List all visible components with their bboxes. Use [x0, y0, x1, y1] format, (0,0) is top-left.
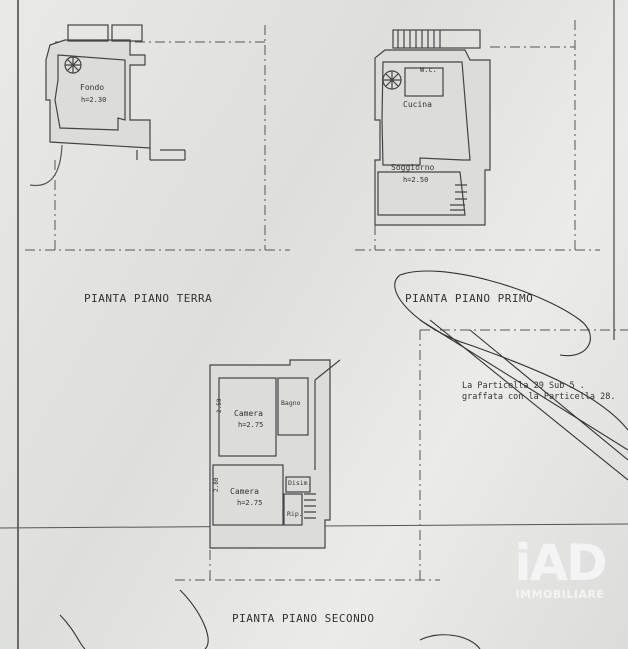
room-label-fondo: Fondo	[80, 83, 105, 92]
plan-title-piano-primo: PIANTA PIANO PRIMO	[405, 292, 534, 305]
plan-title-piano-terra: PIANTA PIANO TERRA	[84, 292, 213, 305]
plan-piano-terra	[29, 24, 186, 187]
room-label-ripostiglio: Rip.	[287, 510, 303, 518]
cadastral-note: La Particella 29 Sub 5 . graffata con la…	[462, 381, 616, 403]
room-label-camera-1: Camera	[234, 409, 263, 418]
dimension-camera-2: 2.80	[213, 477, 220, 492]
room-height-camera-2: h=2.75	[237, 499, 263, 507]
dimension-camera-1: 2.50	[216, 398, 223, 413]
room-label-camera-2: Camera	[230, 487, 259, 496]
room-label-disimpegno: Disim.	[288, 479, 312, 487]
room-height-camera-1: h=2.75	[238, 421, 264, 429]
signature-strokes	[59, 270, 628, 649]
room-height-soggiorno: h=2.50	[403, 176, 429, 184]
plan-piano-secondo	[209, 359, 341, 549]
cadastral-note-line-2: graffata con la Particella 28.	[462, 392, 616, 402]
plan-piano-primo	[374, 29, 491, 226]
iad-watermark-logo: iAD IMMOBILIARE	[508, 538, 612, 601]
room-height-fondo: h=2.30	[81, 96, 107, 104]
logo-subtitle: IMMOBILIARE	[515, 588, 605, 601]
room-label-wc: W.c.	[420, 66, 437, 74]
room-label-bagno: Bagno	[281, 399, 301, 407]
cadastral-note-line-1: La Particella 29 Sub 5 .	[462, 381, 585, 391]
logo-mark: iAD	[514, 534, 607, 592]
room-label-cucina: Cucina	[403, 100, 432, 109]
plan-title-piano-secondo: PIANTA PIANO SECONDO	[232, 612, 375, 625]
room-label-soggiorno: Soggiorno	[391, 163, 435, 172]
